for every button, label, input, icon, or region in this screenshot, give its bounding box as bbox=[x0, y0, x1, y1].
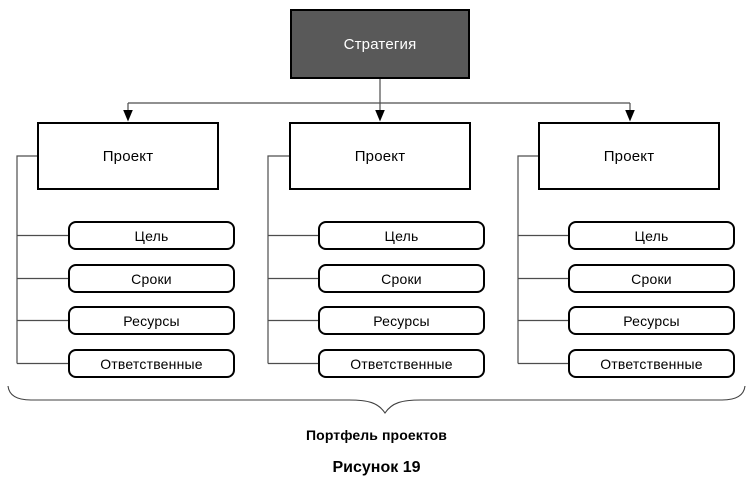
attribute-box-deadlines: Сроки bbox=[318, 264, 485, 293]
attribute-label: Ресурсы bbox=[373, 312, 430, 329]
attribute-box-deadlines: Сроки bbox=[68, 264, 235, 293]
attribute-box-deadlines: Сроки bbox=[568, 264, 735, 293]
attribute-box-resources: Ресурсы bbox=[318, 306, 485, 335]
attribute-label: Цель bbox=[634, 227, 669, 244]
attribute-label: Ответственные bbox=[350, 355, 453, 372]
attribute-label: Ответственные bbox=[100, 355, 203, 372]
arrow-down-icon bbox=[625, 110, 635, 122]
attribute-label: Цель bbox=[384, 227, 419, 244]
attribute-box-responsibles: Ответственные bbox=[568, 349, 735, 378]
column-bracket-middle bbox=[267, 155, 318, 365]
attribute-label: Цель bbox=[134, 227, 169, 244]
strategy-box: Стратегия bbox=[290, 9, 470, 79]
attribute-box-goal: Цель bbox=[568, 221, 735, 250]
column-bracket-right bbox=[517, 155, 568, 365]
project-label: Проект bbox=[603, 147, 655, 165]
attribute-label: Сроки bbox=[131, 270, 172, 287]
attribute-box-resources: Ресурсы bbox=[68, 306, 235, 335]
column-bracket-left bbox=[16, 155, 68, 365]
curly-brace bbox=[7, 385, 746, 414]
arrow-down-icon bbox=[375, 110, 385, 122]
project-label: Проект bbox=[354, 147, 406, 165]
project-label: Проект bbox=[102, 147, 154, 165]
project-box-3: Проект bbox=[538, 122, 720, 190]
attribute-box-responsibles: Ответственные bbox=[318, 349, 485, 378]
attribute-label: Сроки bbox=[631, 270, 672, 287]
attribute-label: Ответственные bbox=[600, 355, 703, 372]
project-box-2: Проект bbox=[289, 122, 471, 190]
attribute-box-goal: Цель bbox=[318, 221, 485, 250]
attribute-label: Ресурсы bbox=[123, 312, 180, 329]
attribute-box-goal: Цель bbox=[68, 221, 235, 250]
strategy-connector-line bbox=[127, 79, 631, 111]
figure-caption: Рисунок 19 bbox=[332, 459, 421, 476]
strategy-label: Стратегия bbox=[343, 35, 417, 53]
attribute-label: Сроки bbox=[381, 270, 422, 287]
portfolio-label: Портфель проектов bbox=[306, 427, 447, 443]
attribute-box-resources: Ресурсы bbox=[568, 306, 735, 335]
attribute-label: Ресурсы bbox=[623, 312, 680, 329]
project-box-1: Проект bbox=[37, 122, 219, 190]
attribute-box-responsibles: Ответственные bbox=[68, 349, 235, 378]
arrow-down-icon bbox=[123, 110, 133, 122]
